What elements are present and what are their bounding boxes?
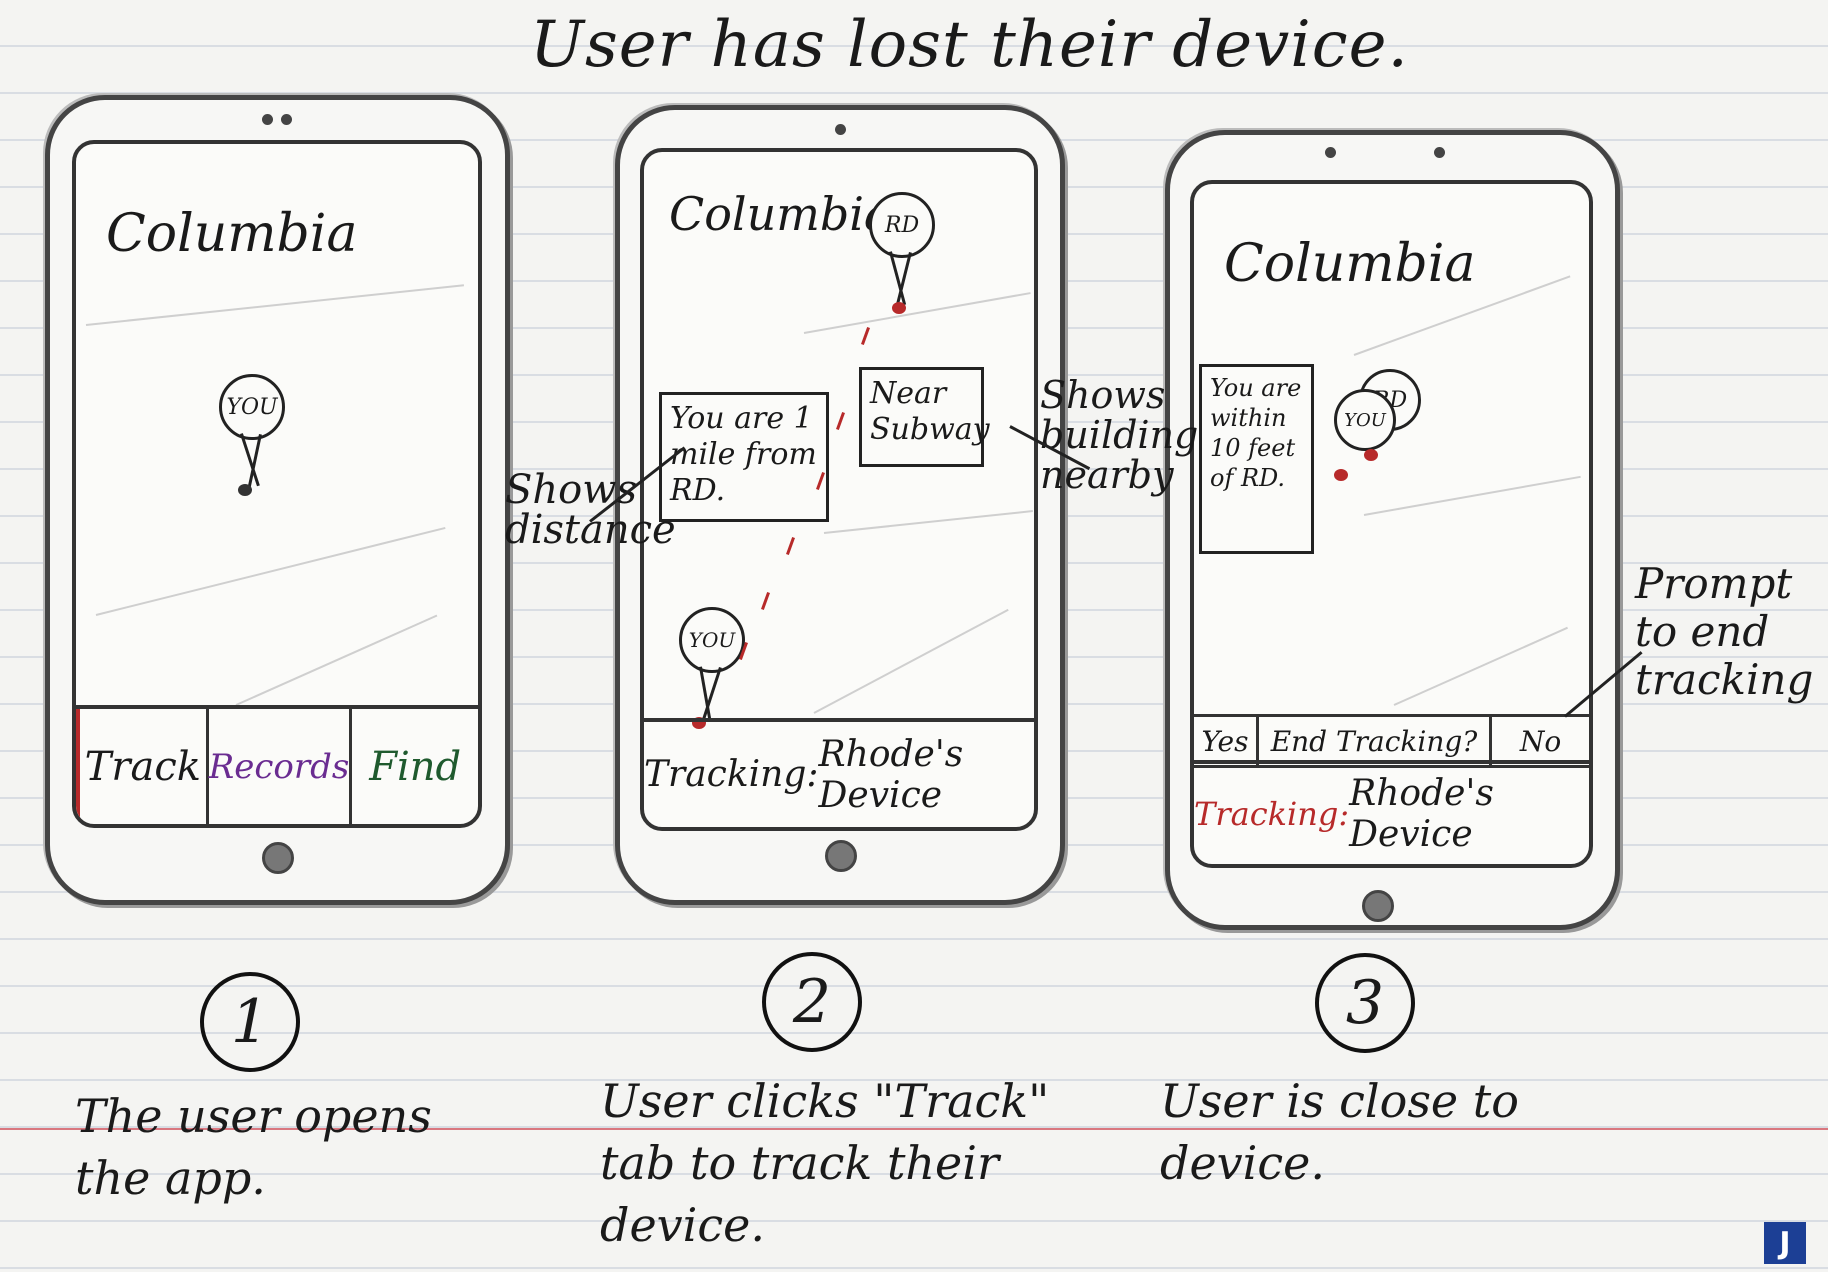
- map-road: [823, 510, 1033, 534]
- bottom-tab-bar: Track Records Find: [76, 705, 478, 824]
- caption-step-2: User clicks "Track" tab to track their d…: [600, 1074, 1050, 1252]
- annotation-prompt-end-tracking: Prompt to end tracking: [1635, 559, 1814, 704]
- phone-2: Columbia RD You are 1 mile from RD. Near…: [615, 105, 1065, 905]
- phone-2-speaker: [820, 124, 860, 136]
- pin-dot: [238, 484, 252, 496]
- tracking-prefix: Tracking:: [644, 754, 819, 795]
- screen-title: Columbia: [106, 204, 358, 264]
- tracking-status-bar: Tracking: Rhode's Device: [1194, 760, 1589, 864]
- no-button[interactable]: No: [1519, 724, 1562, 758]
- phone-1-home-button: [262, 842, 294, 874]
- tracking-device-name: Rhode's Device: [818, 733, 964, 816]
- tracking-device-name: Rhode's Device: [1349, 773, 1494, 855]
- step-number-1: 1: [200, 972, 300, 1072]
- rd-pin-dot: [892, 302, 906, 314]
- screen-title: Columbia: [669, 187, 892, 241]
- end-tracking-prompt: Yes End Tracking? No: [1194, 714, 1589, 768]
- within-distance-info-box: You are within 10 feet of RD.: [1199, 364, 1314, 554]
- route-dash: [786, 537, 795, 555]
- pin-dot: [1364, 449, 1378, 461]
- annotation-shows-building: Shows building nearby: [1040, 373, 1199, 497]
- nearby-info-box: Near Subway: [859, 367, 990, 467]
- annotation-shows-distance: Shows distance: [505, 467, 676, 553]
- route-dash: [861, 327, 870, 345]
- distance-info-box: You are 1 mile from RD.: [659, 392, 829, 522]
- you-location-pin[interactable]: YOU: [679, 607, 745, 673]
- phone-1-speaker: [257, 114, 297, 126]
- route-dash: [761, 592, 770, 610]
- tab-records[interactable]: Records: [209, 709, 353, 824]
- map-road: [803, 292, 1031, 334]
- map-road: [85, 284, 465, 326]
- notebook-logo: J: [1764, 1222, 1806, 1264]
- page-title: User has lost their device.: [530, 8, 1409, 82]
- margin-line: [0, 1128, 1828, 1130]
- tab-find[interactable]: Find: [369, 743, 462, 790]
- caption-step-3: User is close to device.: [1160, 1074, 1519, 1190]
- yes-button[interactable]: Yes: [1194, 717, 1259, 765]
- step-number-3: 3: [1315, 953, 1415, 1053]
- you-location-pin[interactable]: YOU: [1334, 389, 1396, 451]
- phone-3-screen: Columbia You are within 10 feet of RD. R…: [1190, 180, 1593, 868]
- map-road: [1393, 626, 1568, 706]
- rd-device-pin[interactable]: RD: [869, 192, 935, 258]
- step-number-2: 2: [762, 952, 862, 1052]
- end-tracking-question: End Tracking?: [1259, 717, 1492, 765]
- phone-3-home-button: [1362, 890, 1394, 922]
- map-road: [1363, 475, 1581, 516]
- pin-dot: [1334, 469, 1348, 481]
- phone-3-speaker: [1325, 147, 1445, 159]
- phone-3: Columbia You are within 10 feet of RD. R…: [1165, 130, 1620, 930]
- map-road: [235, 614, 438, 706]
- map-road: [95, 526, 446, 616]
- phone-2-home-button: [825, 840, 857, 872]
- phone-1: Columbia YOU Track Records Find: [45, 95, 510, 905]
- tracking-status-bar: Tracking: Rhode's Device: [644, 718, 1034, 827]
- phone-2-screen: Columbia RD You are 1 mile from RD. Near…: [640, 148, 1038, 831]
- tab-track[interactable]: Track: [76, 709, 209, 824]
- tracking-prefix: Tracking:: [1194, 795, 1350, 833]
- screen-title: Columbia: [1224, 234, 1476, 294]
- caption-step-1: The user opens the app.: [75, 1089, 432, 1205]
- route-dash: [836, 412, 845, 430]
- phone-1-screen: Columbia YOU Track Records Find: [72, 140, 482, 828]
- map-road: [813, 608, 1009, 714]
- you-location-pin[interactable]: YOU: [219, 374, 285, 440]
